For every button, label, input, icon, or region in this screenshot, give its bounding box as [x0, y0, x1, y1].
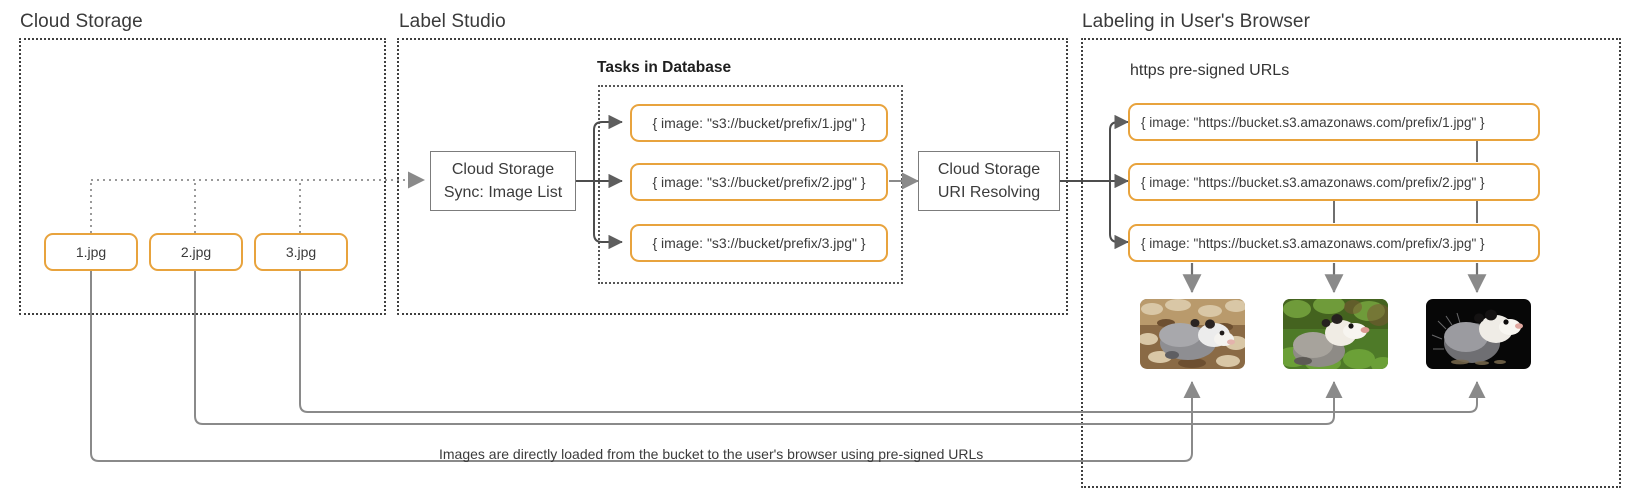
group-title-cloud-storage: Cloud Storage — [20, 11, 143, 32]
tasks-in-database-title: Tasks in Database — [597, 59, 732, 76]
opossum-photo-2 — [1283, 299, 1388, 369]
group-title-label-studio: Label Studio — [399, 11, 506, 32]
group-box-browser — [1081, 38, 1621, 488]
url-box-3[interactable]: { image: "https://bucket.s3.amazonaws.co… — [1128, 224, 1540, 262]
task-box-2[interactable]: { image: "s3://bucket/prefix/2.jpg" } — [630, 163, 888, 201]
sync-box-line-2: Sync: Image List — [443, 184, 563, 201]
cloud-storage-sync-box[interactable]: Cloud Storage Sync: Image List — [430, 151, 576, 211]
https-presigned-urls-title: https pre-signed URLs — [1130, 62, 1290, 79]
cloud-storage-uri-resolving-box[interactable]: Cloud Storage URI Resolving — [918, 151, 1060, 211]
opossum-photo-1 — [1140, 299, 1245, 369]
thumbnail-image-1[interactable] — [1140, 299, 1245, 369]
group-box-cloud-storage — [19, 38, 386, 315]
resolve-box-line-1: Cloud Storage — [937, 160, 1041, 178]
task-box-3[interactable]: { image: "s3://bucket/prefix/3.jpg" } — [630, 224, 888, 262]
url-box-2[interactable]: { image: "https://bucket.s3.amazonaws.co… — [1128, 163, 1540, 201]
url-box-1[interactable]: { image: "https://bucket.s3.amazonaws.co… — [1128, 103, 1540, 141]
footer-caption: Images are directly loaded from the buck… — [439, 446, 984, 462]
file-box-3[interactable]: 3.jpg — [254, 233, 348, 271]
thumbnail-image-2[interactable] — [1283, 299, 1388, 369]
opossum-photo-3 — [1426, 299, 1531, 369]
thumbnail-image-3[interactable] — [1426, 299, 1531, 369]
resolve-box-line-2: URI Resolving — [937, 184, 1041, 201]
file-box-2[interactable]: 2.jpg — [149, 233, 243, 271]
file-box-1[interactable]: 1.jpg — [44, 233, 138, 271]
sync-box-line-1: Cloud Storage — [451, 160, 555, 178]
task-box-1[interactable]: { image: "s3://bucket/prefix/1.jpg" } — [630, 104, 888, 142]
group-title-browser: Labeling in User's Browser — [1082, 11, 1310, 32]
